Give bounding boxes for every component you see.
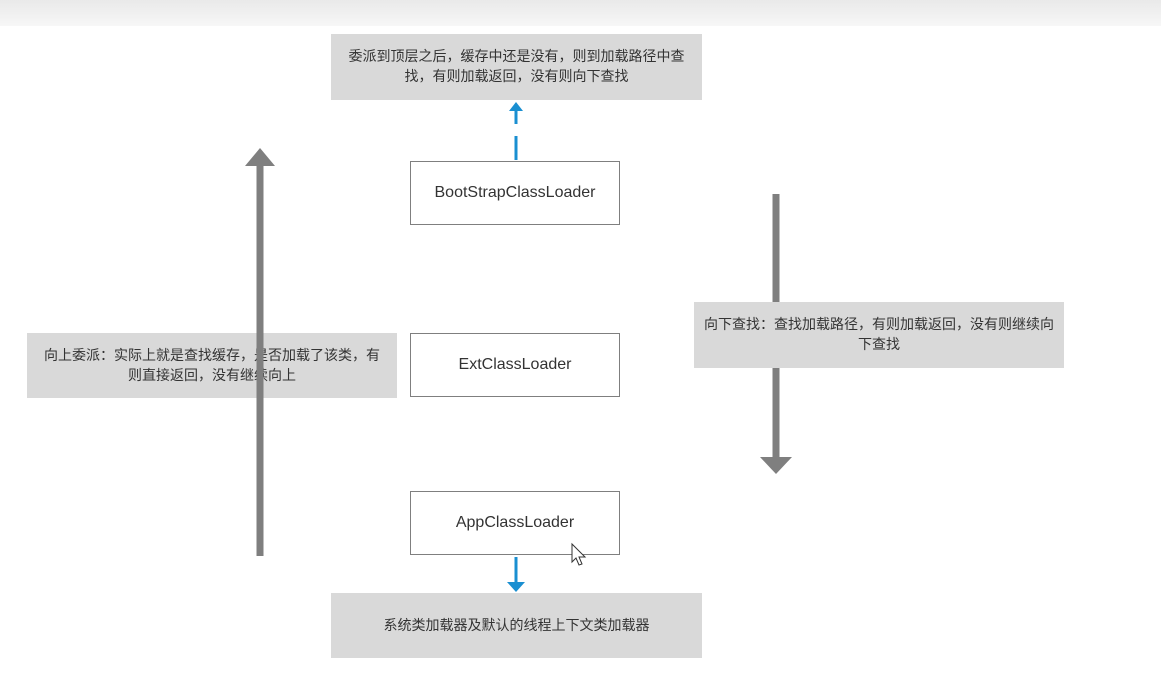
bootstrap-up-dashed-arrow bbox=[509, 102, 523, 160]
window-top-bar bbox=[0, 0, 1161, 26]
upward-delegation-arrow bbox=[245, 148, 275, 556]
bootstrap-class-loader-label: BootStrapClassLoader bbox=[434, 184, 596, 201]
note-system-class-loader: 系统类加载器及默认的线程上下文类加载器 bbox=[331, 593, 702, 658]
mouse-cursor-icon bbox=[571, 542, 587, 566]
ext-class-loader-label: ExtClassLoader bbox=[458, 356, 572, 373]
downward-search-arrow bbox=[760, 194, 792, 474]
bootstrap-class-loader-box: BootStrapClassLoader bbox=[410, 161, 620, 225]
note-top-delegation-result: 委派到顶层之后，缓存中还是没有，则到加载路径中查找，有则加载返回，没有则向下查找 bbox=[331, 34, 702, 100]
app-down-arrow bbox=[507, 557, 525, 592]
app-class-loader-label: AppClassLoader bbox=[455, 514, 575, 531]
ext-class-loader-box: ExtClassLoader bbox=[410, 333, 620, 397]
note-upward-delegation: 向上委派：实际上就是查找缓存，是否加载了该类，有则直接返回，没有继续向上 bbox=[27, 333, 397, 398]
app-class-loader-box: AppClassLoader bbox=[410, 491, 620, 555]
note-downward-search: 向下查找：查找加载路径，有则加载返回，没有则继续向下查找 bbox=[694, 302, 1064, 368]
